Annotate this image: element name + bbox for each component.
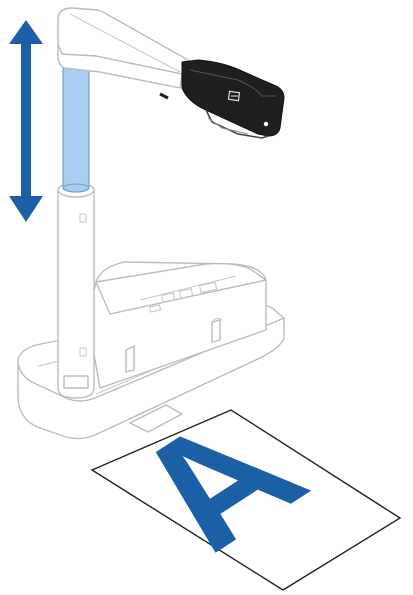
base-tab [129,404,183,433]
up-down-arrow-icon [9,20,43,222]
camera-logo-icon [227,90,241,102]
camera-head [57,7,285,139]
extendable-arm [62,57,90,193]
outer-pole [57,182,95,399]
indicator-light-icon [263,121,269,127]
